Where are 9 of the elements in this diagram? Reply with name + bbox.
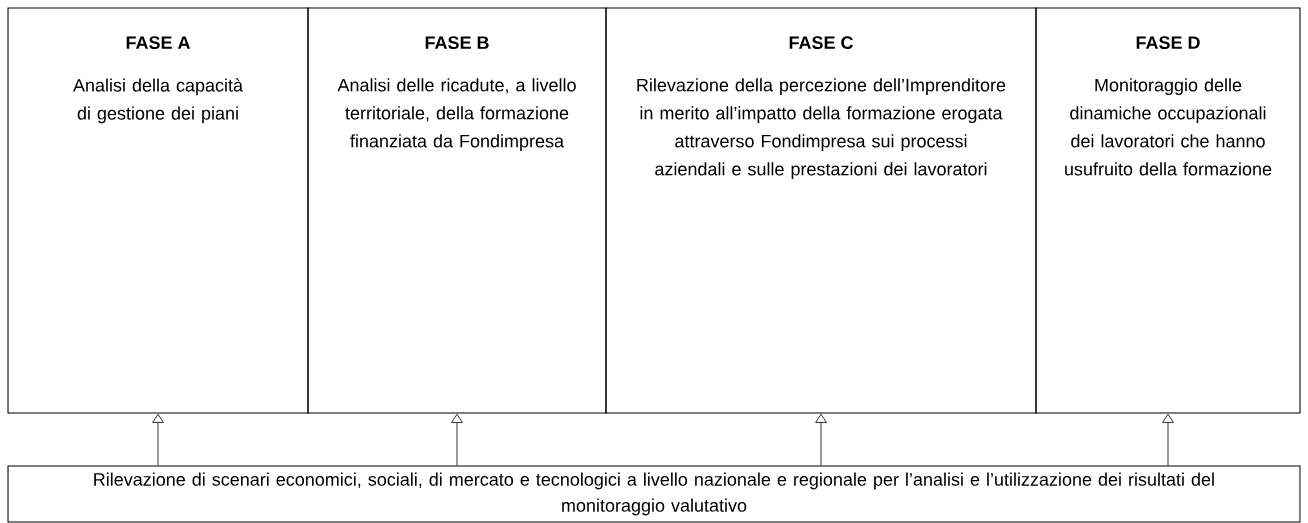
phase-cell: FASE A Analisi della capacità di gestione dei piani	[7, 7, 309, 414]
arrow	[451, 413, 463, 466]
phase-cell: FASE D Monitoraggio delle dinamiche occupazionali dei lavoratori che hanno usufruito della formazione	[1035, 7, 1301, 414]
arrow	[152, 413, 164, 466]
phase-cell: FASE C Rilevazione della percezione dell’Imprenditore in merito all’impatto della formazione erogata attraverso Fondimpresa sui processi aziendali e sulle prestazioni dei lavoratori	[605, 7, 1037, 414]
arrow	[815, 413, 827, 466]
phase-cell: FASE B Analisi delle ricadute, a livello territoriale, della formazione finanziata da Fondimpresa	[307, 7, 607, 414]
source-box: Rilevazione di scenari economici, sociali, di mercato e tecnologici a livello nazionale e regionale per l’analisi e l’utilizzazione dei risultati del monitoraggio valutativo	[7, 465, 1301, 523]
arrow	[1162, 413, 1174, 466]
